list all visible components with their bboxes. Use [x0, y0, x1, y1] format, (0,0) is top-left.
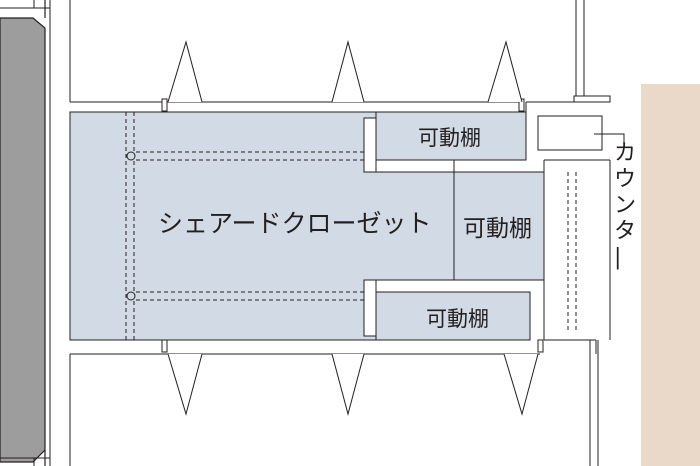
counter-area — [525, 0, 611, 466]
closet-label: シェアードクローゼット — [158, 209, 432, 238]
rail-bracket-top — [126, 151, 136, 161]
bottom-wall — [161, 339, 544, 355]
counter-label: カウンタ| — [614, 141, 636, 270]
door-swings-top — [167, 40, 523, 103]
shelf-top-notch — [363, 117, 377, 173]
movable-shelf-middle — [453, 171, 545, 281]
partition-column — [69, 0, 164, 466]
shelf-top-label: 可動棚 — [418, 126, 481, 150]
counter-label-char: タ — [614, 219, 636, 244]
hanging-rails — [125, 112, 364, 340]
adjacent-room-area — [641, 84, 700, 466]
counter-dashed-lines — [567, 172, 577, 330]
door-swings-bottom — [167, 353, 539, 416]
shelf-bottom-notch — [363, 279, 377, 337]
left-wall — [0, 0, 51, 466]
shelf-middle-label: 可動棚 — [463, 216, 532, 242]
shelf-bottom-label: 可動棚 — [426, 307, 489, 331]
counter-leader-line — [594, 133, 625, 144]
counter-label-char: ウ — [614, 167, 636, 192]
counter-label-char: カ — [614, 141, 636, 166]
counter-label-char: ン — [614, 193, 636, 218]
counter-label-char: | — [614, 245, 621, 270]
rail-bracket-bottom — [126, 291, 136, 301]
